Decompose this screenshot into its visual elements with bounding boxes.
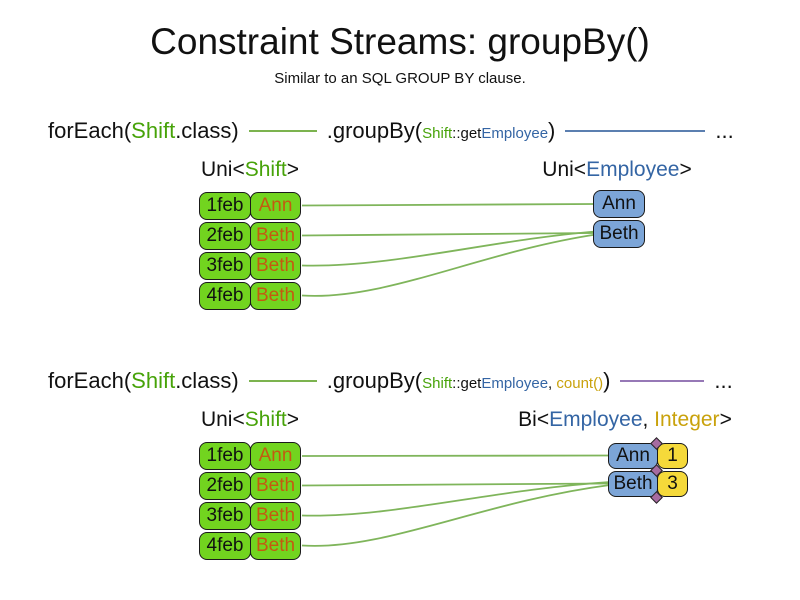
shift-date-cell: 3feb <box>199 252 251 280</box>
label-bi-employee-integer: Bi<Employee, Integer> <box>505 408 745 432</box>
shift-employee-cell: Beth <box>250 532 301 560</box>
shift-row: 4feb Beth <box>199 282 301 310</box>
label2-pre: Uni< <box>542 158 587 181</box>
label4-type1: Employee <box>549 408 643 431</box>
count-cell: 3 <box>657 471 688 497</box>
label3-type: Shift <box>244 408 287 431</box>
code2-foreach-class: Shift <box>131 368 176 393</box>
connector2-2feb-to-beth <box>301 482 610 487</box>
label3-pre: Uni< <box>200 408 245 431</box>
code2-arg-comma: , <box>548 375 557 392</box>
code1-groupby-pre: .groupBy( <box>326 118 423 143</box>
count-cell: 1 <box>657 443 688 469</box>
shift-employee-cell: Beth <box>250 222 301 250</box>
bi-stream-line <box>620 380 705 382</box>
group-row: Ann 1 <box>608 443 688 469</box>
uni-employee-stream-line <box>565 130 706 132</box>
connector2-1feb-to-ann <box>301 454 610 457</box>
shift-employee-cell: Ann <box>250 192 301 220</box>
shift-row: 1feb Ann <box>199 192 301 220</box>
employee-group-cell: Beth <box>608 471 658 497</box>
code2-foreach-pre: forEach( <box>48 368 132 393</box>
code1-arg-sep: ::get <box>452 125 482 142</box>
connector-2feb-to-beth <box>301 232 595 237</box>
connector-4feb-to-beth <box>301 233 597 297</box>
shift-table-2: 1feb Ann 2feb Beth 3feb Beth 4feb Beth <box>199 442 301 562</box>
shift-row: 3feb Beth <box>199 252 301 280</box>
shift-employee-cell: Ann <box>250 442 301 470</box>
label-uni-shift-2: Uni<Shift> <box>197 408 303 432</box>
label4-post: > <box>719 408 732 431</box>
label3-post: > <box>286 408 300 431</box>
uni-shift-stream-line-1 <box>248 130 317 132</box>
shift-table-1: 1feb Ann 2feb Beth 3feb Beth 4feb Beth <box>199 192 301 312</box>
shift-date-cell: 2feb <box>199 222 251 250</box>
label4-pre: Bi< <box>518 408 550 431</box>
uni-shift-stream-line-2 <box>248 380 317 382</box>
shift-row: 1feb Ann <box>199 442 301 470</box>
code1-foreach: forEach(Shift.class) <box>48 118 239 144</box>
shift-employee-cell: Beth <box>250 472 301 500</box>
label4-type2: Integer <box>654 408 720 431</box>
code1-foreach-class: Shift <box>131 118 176 143</box>
employee-group-cell: Ann <box>608 443 658 469</box>
label-uni-employee: Uni<Employee> <box>540 158 694 182</box>
label2-type: Employee <box>586 158 680 181</box>
employee-group-cell: Ann <box>593 190 645 218</box>
shift-employee-cell: Beth <box>250 502 301 530</box>
label2-post: > <box>679 158 692 181</box>
label4-comma: , <box>642 408 655 431</box>
label1-type: Shift <box>244 158 287 181</box>
shift-row: 2feb Beth <box>199 472 301 500</box>
label1-pre: Uni< <box>200 158 245 181</box>
code1-arg-prop: Employee <box>481 125 549 142</box>
shift-date-cell: 3feb <box>199 502 251 530</box>
shift-date-cell: 4feb <box>199 532 251 560</box>
code2-groupby-pre: .groupBy( <box>326 368 423 393</box>
code2-arg-sep: ::get <box>452 375 482 392</box>
code-line-2: forEach(Shift.class) .groupBy(Shift::get… <box>48 366 733 396</box>
code2-groupby-post: ) <box>603 368 611 393</box>
shift-employee-cell: Beth <box>250 282 301 310</box>
group-list-2: Ann 1 Beth 3 <box>608 443 688 499</box>
code1-ellipsis: ... <box>715 118 734 143</box>
code2-arg-prop: Employee <box>481 375 549 392</box>
connector-1feb-to-ann <box>301 203 595 207</box>
code1-arg-class: Shift <box>422 125 453 142</box>
shift-employee-cell: Beth <box>250 252 301 280</box>
shift-row: 4feb Beth <box>199 532 301 560</box>
connector2-3feb-to-beth <box>301 481 611 517</box>
label-uni-shift-1: Uni<Shift> <box>197 158 303 182</box>
shift-date-cell: 4feb <box>199 282 251 310</box>
code1-foreach-pre: forEach( <box>48 118 132 143</box>
code2-groupby: .groupBy(Shift::getEmployee, count()) <box>327 368 611 394</box>
page-subtitle: Similar to an SQL GROUP BY clause. <box>274 70 526 87</box>
group-row: Beth 3 <box>608 471 688 497</box>
code1-foreach-post: .class) <box>175 118 239 143</box>
shift-row: 3feb Beth <box>199 502 301 530</box>
code-line-1: forEach(Shift.class) .groupBy(Shift::get… <box>48 116 734 146</box>
code2-ellipsis: ... <box>714 368 733 393</box>
shift-date-cell: 1feb <box>199 442 251 470</box>
page-title: Constraint Streams: groupBy() <box>150 21 650 62</box>
code1-groupby: .groupBy(Shift::getEmployee) <box>327 118 556 144</box>
employee-group-cell: Beth <box>593 220 645 248</box>
shift-row: 2feb Beth <box>199 222 301 250</box>
connector2-4feb-to-beth <box>301 484 611 547</box>
code2-arg-class: Shift <box>422 375 453 392</box>
code1-groupby-post: ) <box>548 118 556 143</box>
label1-post: > <box>286 158 300 181</box>
shift-date-cell: 2feb <box>199 472 251 500</box>
group-list-1: Ann Beth <box>593 190 645 250</box>
code2-arg-count: count() <box>556 375 604 392</box>
connector-3feb-to-beth <box>301 230 597 267</box>
shift-date-cell: 1feb <box>199 192 251 220</box>
code2-foreach: forEach(Shift.class) <box>48 368 239 394</box>
code2-foreach-post: .class) <box>175 368 239 393</box>
